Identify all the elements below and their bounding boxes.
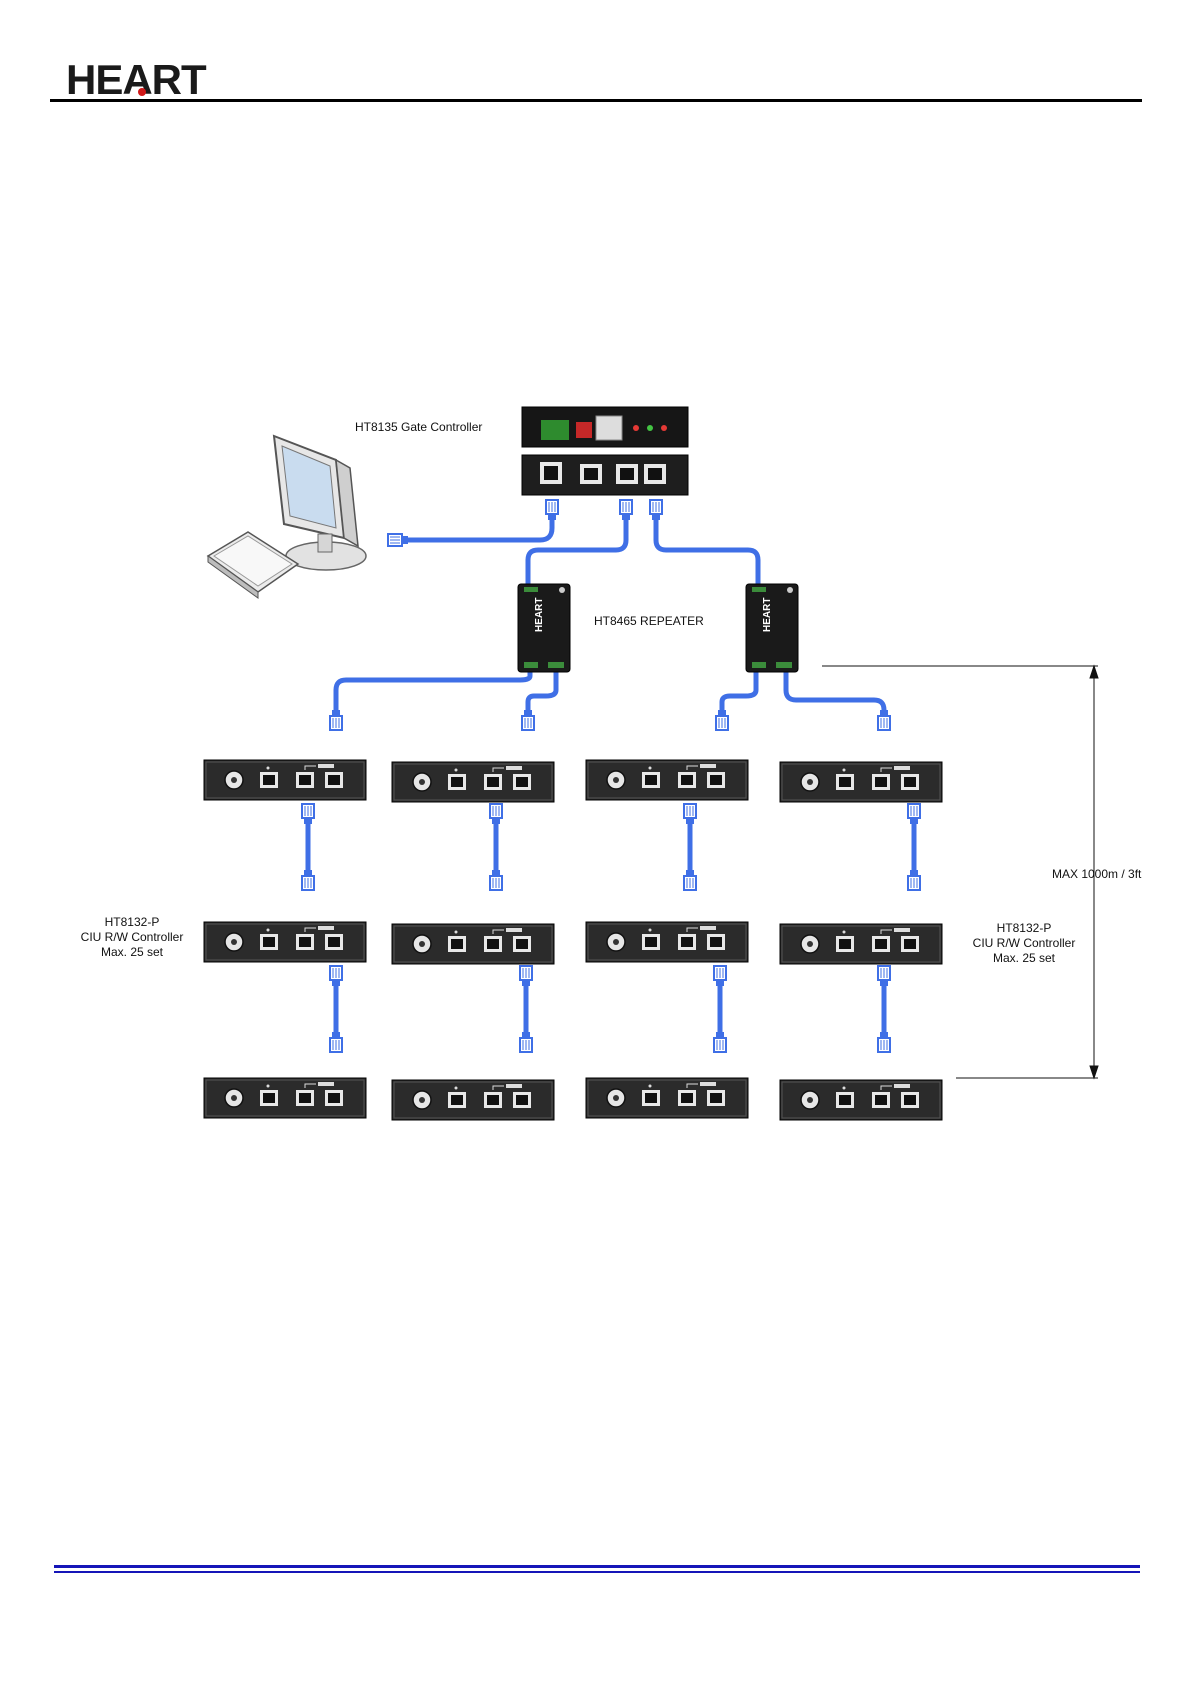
svg-text:HT8132-P: HT8132-P [105, 915, 160, 929]
gate-controller-label: HT8135 Gate Controller [355, 420, 482, 434]
controller-unit [204, 760, 366, 800]
controller-unit [204, 1078, 366, 1118]
repeater-device-left: HEART [518, 584, 570, 672]
right-group-label: HT8132-P CIU R/W Controller Max. 25 set [973, 921, 1076, 965]
distance-label: MAX 1000m / 3ft [1052, 867, 1142, 881]
computer-icon [208, 436, 366, 598]
controller-unit [586, 1078, 748, 1118]
footer-rule-thin [54, 1571, 1140, 1573]
controller-unit [780, 762, 942, 802]
svg-text:HEART: HEART [534, 598, 545, 632]
svg-text:HT8132-P: HT8132-P [997, 921, 1052, 935]
controller-unit [586, 760, 748, 800]
svg-text:Max. 25 set: Max. 25 set [993, 951, 1056, 965]
controller-unit [392, 924, 554, 964]
svg-text:CIU R/W Controller: CIU R/W Controller [973, 936, 1076, 950]
svg-text:Max. 25 set: Max. 25 set [101, 945, 164, 959]
controller-unit [204, 922, 366, 962]
svg-text:HEART: HEART [762, 598, 773, 632]
controller-unit [586, 922, 748, 962]
footer-rule [54, 1565, 1140, 1568]
svg-text:CIU R/W Controller: CIU R/W Controller [81, 930, 184, 944]
gate-controller-device [522, 407, 688, 495]
repeater-label: HT8465 REPEATER [594, 614, 704, 628]
controller-unit [392, 762, 554, 802]
repeater-device-right: HEART [746, 584, 798, 672]
controller-unit [780, 924, 942, 964]
controller-unit [392, 1080, 554, 1120]
controller-unit [780, 1080, 942, 1120]
left-group-label: HT8132-P CIU R/W Controller Max. 25 set [81, 915, 184, 959]
